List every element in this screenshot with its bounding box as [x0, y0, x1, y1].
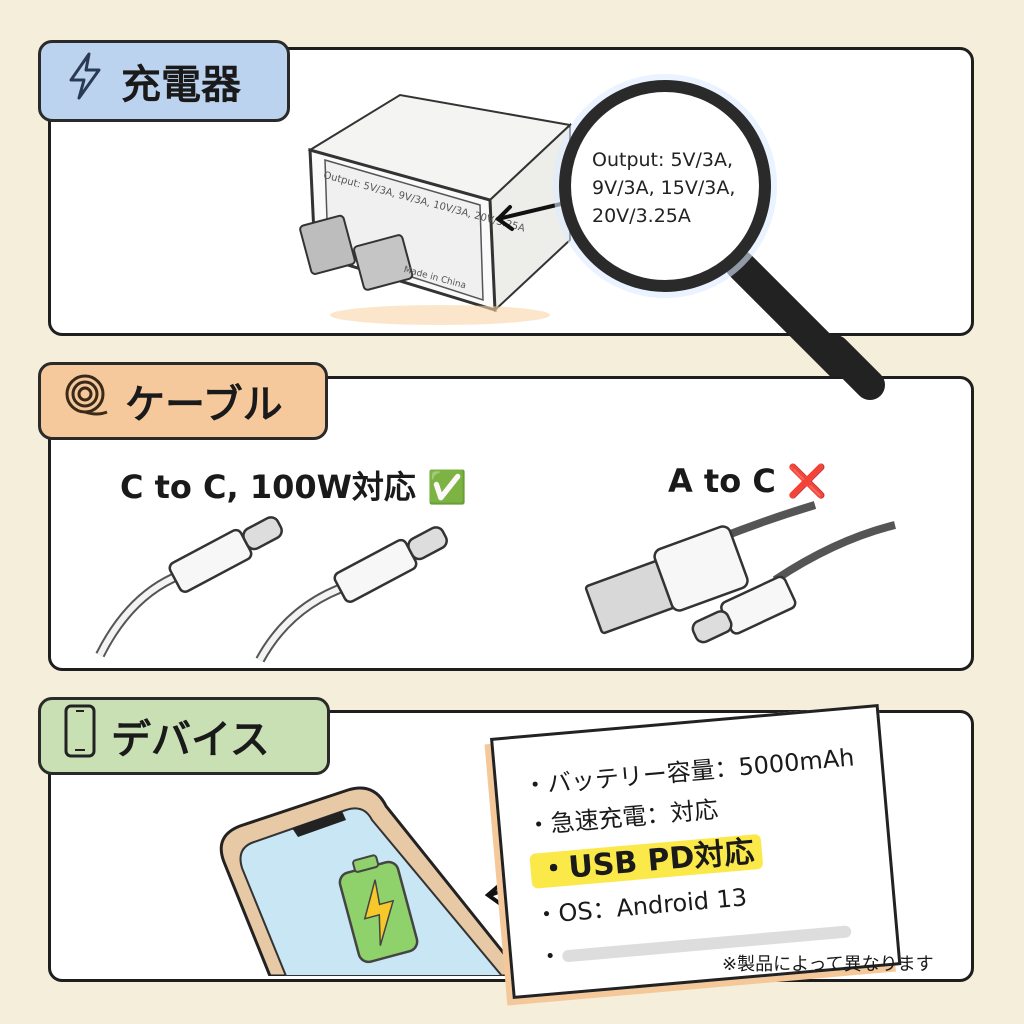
coiled-cable-icon: [63, 372, 111, 430]
usb-c-cables-illustration: [95, 516, 448, 663]
section-title: ケーブル: [125, 382, 283, 428]
charger-illustration: [299, 93, 573, 325]
magnifier-line: Output: 5V/3A,: [592, 149, 734, 171]
check-icon: ✅: [427, 468, 467, 506]
smartphone-illustration: [219, 786, 524, 976]
good-cable-label: C to C, 100W対応 ✅: [120, 462, 467, 508]
disclaimer-note: ※製品によって異なります: [722, 954, 934, 975]
cross-icon: ❌: [786, 462, 827, 500]
good-cable-text: C to C, 100W対応: [120, 468, 416, 506]
section-title: デバイス: [111, 717, 270, 763]
lightning-icon: [63, 51, 107, 111]
magnifier-text: Output: 5V/3A, 9V/3A, 15V/3A, 20V/3.25A: [592, 146, 735, 230]
device-section-label: デバイス: [38, 697, 330, 775]
bad-cable-label: A to C ❌: [668, 462, 827, 500]
magnifier-line: 9V/3A, 15V/3A,: [592, 177, 736, 199]
bad-cable-text: A to C: [668, 462, 776, 500]
section-title: 充電器: [121, 62, 241, 108]
cable-section-label: ケーブル: [38, 362, 328, 440]
spec-bullet: ・: [537, 941, 564, 972]
smartphone-icon: [63, 703, 97, 769]
magnifier-handle-overlay: [820, 335, 885, 400]
charger-section-label: 充電器: [38, 40, 290, 122]
magnifier-icon: [553, 74, 878, 403]
magnifier-line: 20V/3.25A: [592, 205, 691, 227]
usb-a-to-c-cable-illustration: [584, 501, 896, 644]
pointer-arrow: [494, 201, 567, 231]
